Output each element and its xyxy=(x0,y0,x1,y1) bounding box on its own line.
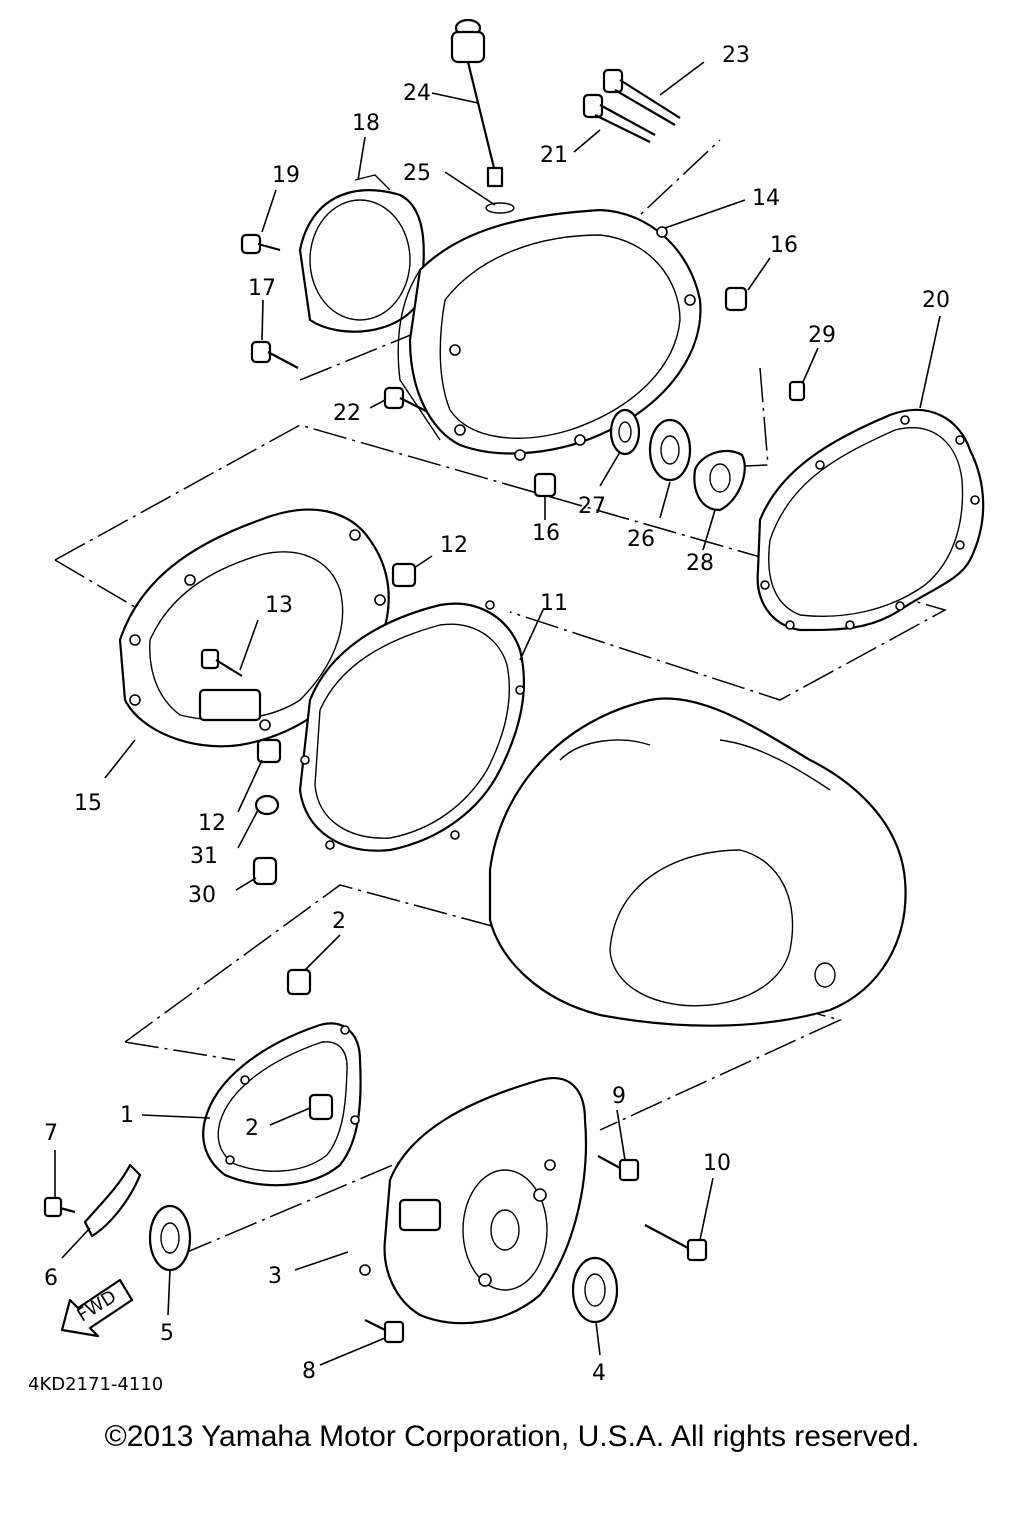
callout-12a: 12 xyxy=(440,533,468,558)
bearing-part-26 xyxy=(648,418,692,482)
callout-13: 13 xyxy=(265,593,293,618)
callout-22: 22 xyxy=(333,401,361,426)
cover-small-parts xyxy=(533,286,806,512)
dowel-part-12b xyxy=(256,738,282,764)
callout-5: 5 xyxy=(160,1321,174,1346)
callout-8: 8 xyxy=(302,1359,316,1384)
lower-small-parts xyxy=(43,1155,708,1344)
dowel-part-16a xyxy=(724,286,748,312)
clutch-small-parts xyxy=(200,562,417,886)
callout-31: 31 xyxy=(190,844,218,869)
callout-29: 29 xyxy=(808,323,836,348)
copyright-notice: ©2013 Yamaha Motor Corporation, U.S.A. A… xyxy=(104,1420,920,1453)
bolt-part-13 xyxy=(200,648,220,670)
drawing-code: 4KD2171-4110 xyxy=(28,1374,163,1395)
dowel-part-12a xyxy=(391,562,417,588)
fwd-arrow-icon: FWD xyxy=(60,1278,134,1338)
gasket-part-1 xyxy=(202,1022,362,1187)
bolt-part-9 xyxy=(618,1158,640,1182)
callout-17: 17 xyxy=(248,276,276,301)
callout-9: 9 xyxy=(612,1084,626,1109)
callout-30: 30 xyxy=(188,883,216,908)
bolts-21-23 xyxy=(582,68,681,143)
callout-27: 27 xyxy=(578,494,606,519)
callout-2a: 2 xyxy=(332,909,346,934)
plate-part-28 xyxy=(693,449,746,512)
callout-14: 14 xyxy=(752,186,780,211)
callout-20: 20 xyxy=(922,288,950,313)
bearing-part-27 xyxy=(609,408,641,456)
callout-23: 23 xyxy=(722,43,750,68)
callout-7: 7 xyxy=(44,1121,58,1146)
small-bolts xyxy=(240,233,429,413)
gasket-part-20 xyxy=(756,408,985,632)
callout-16b: 16 xyxy=(532,521,560,546)
callout-12b: 12 xyxy=(198,811,226,836)
crankcase-cover-part-14 xyxy=(397,208,702,461)
callout-21: 21 xyxy=(540,143,568,168)
dipstick-part-24 xyxy=(450,18,515,214)
dowel-part-16b xyxy=(533,472,557,498)
callout-18: 18 xyxy=(352,111,380,136)
bolt-part-29 xyxy=(788,380,806,402)
callout-16a: 16 xyxy=(770,233,798,258)
cover-plate-part-18 xyxy=(298,174,425,333)
seal-part-4 xyxy=(571,1256,619,1324)
callout-19: 19 xyxy=(272,163,300,188)
callout-2b: 2 xyxy=(245,1116,259,1141)
callout-11: 11 xyxy=(540,591,568,616)
callout-15: 15 xyxy=(74,791,102,816)
washer-part-31 xyxy=(254,794,280,816)
dowels-part-2 xyxy=(286,968,334,1121)
callout-labels: 23 24 18 21 25 19 14 16 17 20 29 22 27 1… xyxy=(44,43,950,1386)
oring-part-25 xyxy=(485,202,515,214)
bearing-part-5 xyxy=(148,1204,192,1272)
callout-6: 6 xyxy=(44,1266,58,1291)
callout-1: 1 xyxy=(120,1103,134,1128)
plug-part-30 xyxy=(252,856,278,886)
callout-3: 3 xyxy=(268,1264,282,1289)
leader-lines xyxy=(54,61,941,1366)
callout-10: 10 xyxy=(703,1151,731,1176)
callout-4: 4 xyxy=(592,1361,606,1386)
gasket-part-11 xyxy=(298,600,526,852)
bolt-part-7 xyxy=(43,1196,63,1218)
bolt-part-8 xyxy=(383,1320,405,1344)
callout-24: 24 xyxy=(403,81,431,106)
cover-part-3 xyxy=(359,1077,588,1325)
callout-28: 28 xyxy=(686,551,714,576)
callout-25: 25 xyxy=(403,161,431,186)
bracket-part-6 xyxy=(83,1163,142,1238)
crankcase-body xyxy=(488,697,907,1027)
bolt-part-10 xyxy=(686,1238,708,1262)
callout-26: 26 xyxy=(627,527,655,552)
